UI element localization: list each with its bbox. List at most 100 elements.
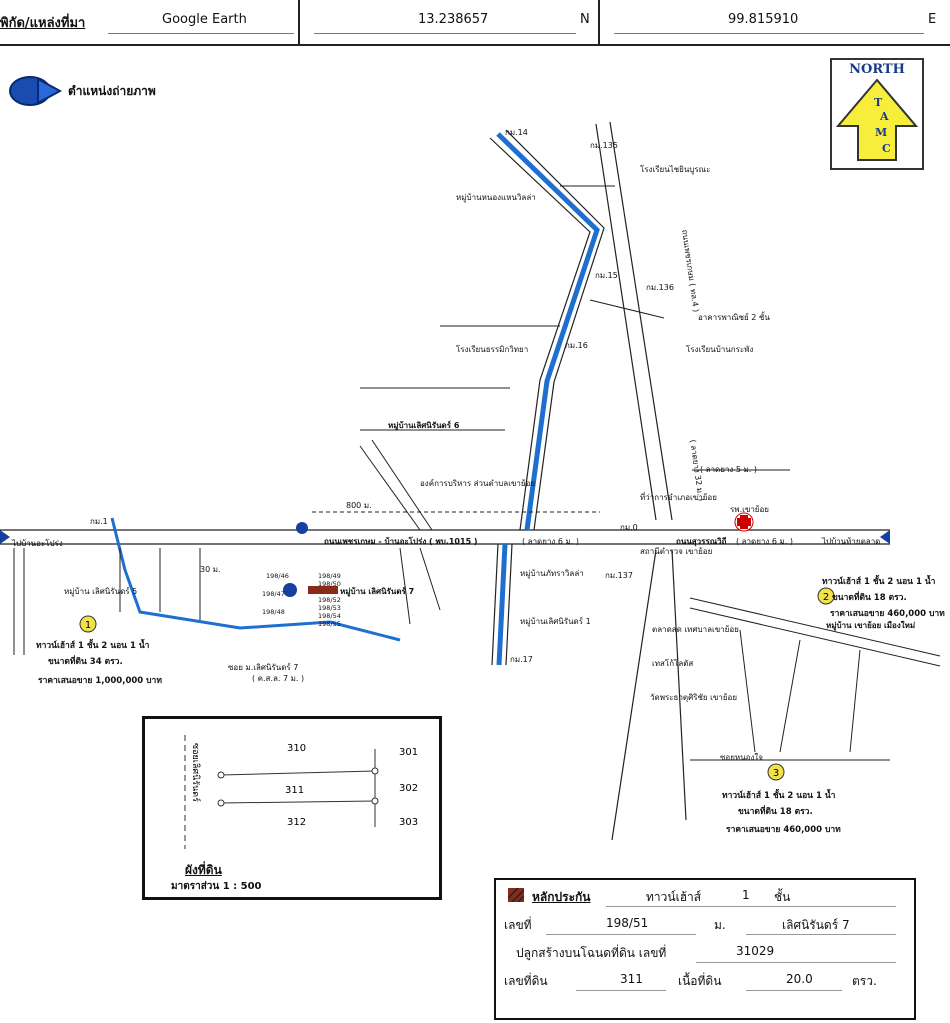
callout-1-line3: ราคาเสนอขาย 1,000,000 บาท [38,676,162,686]
river [110,517,401,642]
svg-text:198/46: 198/46 [266,572,289,580]
km14-label: กม.14 [505,128,528,137]
svg-text:198/47: 198/47 [262,590,285,598]
village-lert6-label: หมู่บ้านเลิศนิรันดร์ 6 [388,420,460,431]
comm-bldg-label: อาคารพาณิชย์ 2 ชั้น [698,311,770,322]
plan-title: ผังที่ดิน [185,863,222,877]
photo-position-icon [9,76,63,106]
parcel-312: 312 [287,817,306,828]
road-east-label: ถนนสุวรรณวิถี [676,536,727,547]
village-phatra-label: หมู่บ้านภัทราวิลล่า [520,569,584,579]
deed-label: ปลูกสร้างบนโฉนดที่ดิน เลขที่ [516,946,667,960]
soi-lert7-label: ซอย ม.เลิศนิรันดร์ 7 [228,662,298,672]
to-west-label: ไปบ้านอะโปร่ง [11,538,63,548]
svg-text:198/54: 198/54 [318,612,341,620]
road-main-surface: ( ลาดยาง 6 ม. ) [522,537,579,546]
house-plot-labels: 198/46 198/47 198/48 198/49 198/50 198/5… [262,572,341,628]
km136-label: กม.136 [646,283,674,292]
hospital-icon [734,512,754,532]
north-letter-m: M [875,126,887,139]
km0-label: กม.0 [620,523,638,532]
north-arrow: NORTH T A M C [830,58,924,170]
callout-3-line3: ราคาเสนอขาย 460,000 บาท [726,825,841,835]
east-arrow-icon [880,530,890,544]
callout-2-line1: ทาวน์เฮ้าส์ 1 ชั้น 2 นอน 1 น้ำ [822,574,936,587]
village-khaoyoi-label: หมู่บ้าน เขาย้อย เมืองใหม่ [826,620,915,631]
collateral-floors: 1 [742,888,750,902]
canal-road [489,129,605,666]
area-value: 20.0 [786,972,813,986]
photo-point-icon-2 [296,522,308,534]
north-letter-a: A [879,110,889,123]
police-label: สถานีตำรวจ เขาย้อย [640,547,712,556]
collateral-swatch-icon [508,888,524,902]
photo-point-icon [283,583,297,597]
header-lon-cell: 99.815910 E [598,0,950,44]
km137-label: กม.137 [605,571,633,580]
callout-2-line2: ขนาดที่ดิน 18 ตรว. [832,590,907,603]
svg-text:198/48: 198/48 [262,608,285,616]
svg-text:198/49: 198/49 [318,572,341,580]
km1-label: กม.1 [90,517,108,526]
road-east-surface: ( ลาดยาง 6 ม. ) [736,537,793,546]
photo-position-legend: ตำแหน่งถ่ายภาพ [8,74,156,112]
photo-position-label: ตำแหน่งถ่ายภาพ [68,84,156,98]
to-east-label: ไปบ้านท้ายตลาด [821,537,880,546]
area-label: เนื้อที่ดิน [678,974,722,988]
parcel-311: 311 [285,785,304,796]
dist-800-label: 800 ม. [346,501,372,510]
deed-value: 31029 [736,944,775,958]
collateral-floor-unit: ชั้น [774,890,791,904]
dist-30-label: 30 ม. [200,565,221,574]
callout-1-num: 1 [85,620,91,631]
moo-value: เลิศนิรันดร์ 7 [782,918,850,932]
header-source-cell: พิกัด/แหล่งที่มา Google Earth [0,0,300,44]
phetkasem-highway [595,121,687,841]
school1-label: โรงเรียนไชยินบูรณะ [640,164,710,175]
village-lert7-label: หมู่บ้าน เลิศนิรันดร์ 7 [340,586,414,597]
svg-text:198/55: 198/55 [318,620,341,628]
school3-label: โรงเรียนธรรมิกวิทยา [456,344,528,354]
collateral-type: ทาวน์เฮ้าส์ [646,890,702,904]
subject-plot-marker [308,586,338,594]
header-lat-cell: 13.238657 N [298,0,600,44]
lad5-label: ( ลาดยาง 5 ม. ) [700,465,757,474]
km16-label: กม.16 [565,341,588,350]
callout-3-num: 3 [773,768,779,779]
land-no-label: เลขที่ดิน [504,974,548,988]
moo-label: ม. [714,918,726,932]
hospital-label: รพ.เขาย้อย [730,505,769,514]
market-label: ตลาดสด เทศบาลเขาย้อย [652,625,739,634]
house-no-label: เลขที่ [504,918,532,932]
north-arrow-icon: T A M C [835,78,919,161]
longitude-dir: E [928,12,937,27]
callout-2-line3: ราคาเสนอขาย 460,000 บาท [830,609,945,619]
north-label: NORTH [849,62,905,77]
callout-1-line1: ทาวน์เฮ้าส์ 1 ชั้น 2 นอน 1 น้ำ [36,638,150,651]
callout-3-line2: ขนาดที่ดิน 18 ตรว. [738,804,813,817]
land-no-value: 311 [620,972,643,986]
land-plan-diagram: ซอยเลิศนิรันดร์ 310 311 312 301 302 303 [184,735,418,849]
collateral-info-box: หลักประกัน ทาวน์เฮ้าส์ 1 ชั้น เลขที่ 198… [494,878,916,1020]
km17-label: กม.17 [510,655,533,664]
temple-label: วัดพระธาตุศิริชัย เขาย้อย [650,693,737,702]
coordinate-header: พิกัด/แหล่งที่มา Google Earth 13.238657 … [0,0,950,46]
obt-label: องค์การบริหาร ส่วนตำบลเขาย้อย [420,478,535,488]
plan-road-label: ซอยเลิศนิรันดร์ [190,743,202,802]
km135-label: กม.135 [590,141,618,150]
north-letter-t: T [874,96,883,109]
tesco-label: เทสโก้โลตัส [652,658,693,668]
svg-text:198/53: 198/53 [318,604,341,612]
village-nongwa-label: หมู่บ้านหนองแหนวิลล่า [456,193,536,203]
svg-text:198/50: 198/50 [318,580,341,588]
longitude: 99.815910 [728,12,799,27]
village-lert1-label: หมู่บ้านเลิศนิรันดร์ 1 [520,616,591,627]
house-no-value: 198/51 [606,916,649,930]
header-label: พิกัด/แหล่งที่มา [0,16,86,31]
parcel-301: 301 [399,747,418,758]
latitude-dir: N [580,12,590,27]
west-arrow-icon [0,530,10,544]
phetkasem-label: ถนนเพชรเกษม ( ทล.4 ) [680,229,701,313]
parcel-303: 303 [399,817,418,828]
